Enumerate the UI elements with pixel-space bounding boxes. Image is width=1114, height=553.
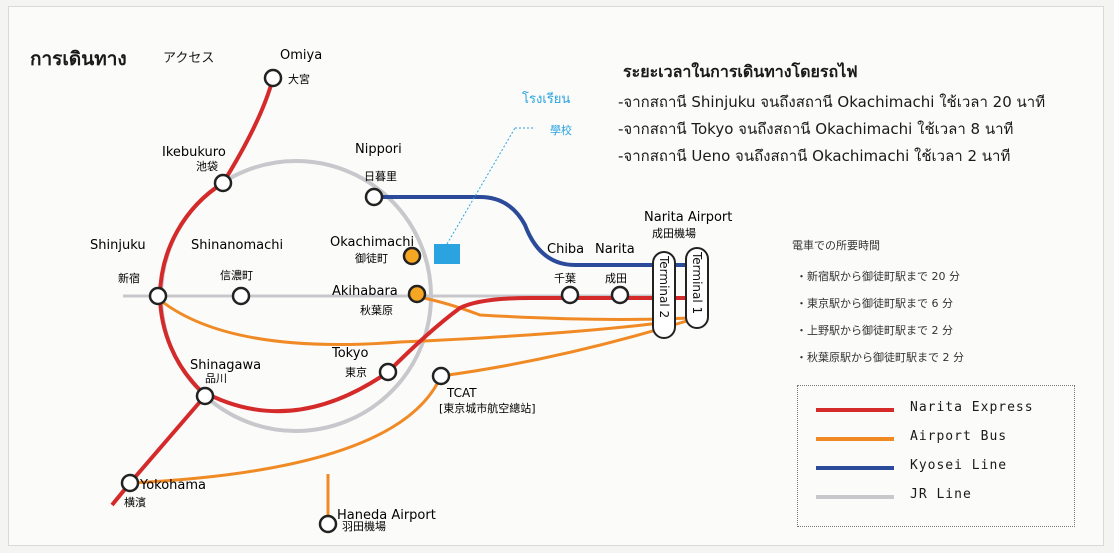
school-label-jp: 學校 <box>550 123 572 137</box>
legend-label: JR Line <box>910 487 972 502</box>
station-tokyo-marker <box>378 362 398 382</box>
bus-shinjuku-narita <box>159 298 661 346</box>
nex-loop-south <box>199 370 390 414</box>
legend-swatch <box>816 408 894 412</box>
nex-to-narita <box>386 296 690 374</box>
station-nippori-en: Nippori <box>355 142 402 157</box>
terminal-2-label: Terminal 2 <box>657 255 671 318</box>
nex-omiya-ikebukuro <box>221 77 275 185</box>
station-tcat-en: TCAT <box>446 386 477 400</box>
legend-label: Kyosei Line <box>910 458 1008 473</box>
page-title: การเดินทาง <box>30 48 127 70</box>
terminal-1-label: Terminal 1 <box>690 251 704 314</box>
station-nippori-jp: 日暮里 <box>364 169 397 183</box>
station-narita-marker <box>610 285 630 305</box>
travel-info-jp-line: ・秋葉原駅から御徒町駅まで 2 分 <box>796 351 964 364</box>
travel-info-jp-line: ・新宿駅から御徒町駅まで 20 分 <box>796 270 960 283</box>
bus-akihabara-narita <box>411 294 691 321</box>
station-nippori-marker <box>364 187 384 207</box>
legend-item-airport-bus: Airport Bus <box>816 429 1066 449</box>
station-akihabara-en: Akihabara <box>332 284 398 299</box>
station-haneda-jp: 羽田機場 <box>342 519 386 533</box>
station-okachimachi-marker <box>402 246 422 266</box>
station-haneda-marker <box>318 514 338 534</box>
legend-label: Airport Bus <box>910 429 1008 444</box>
travel-info-jp-heading: 電車での所要時間 <box>792 239 880 252</box>
legend-swatch <box>816 466 894 470</box>
station-ikebukuro-en: Ikebukuro <box>162 145 226 160</box>
station-yokohama-en: Yokohama <box>139 478 206 493</box>
travel-info-line: -จากสถานี Ueno จนถึงสถานี Okachimachi ใช… <box>618 147 1011 165</box>
travel-info-jp-line: ・上野駅から御徒町駅まで 2 分 <box>796 324 953 337</box>
station-omiya-en: Omiya <box>280 48 322 63</box>
station-shinjuku-en: Shinjuku <box>90 238 146 253</box>
station-narita-airport-en: Narita Airport <box>644 210 732 225</box>
bus-tcat-haneda <box>129 375 443 485</box>
travel-info-jp-line: ・東京駅から御徒町駅まで 6 分 <box>796 297 953 310</box>
station-okachimachi-jp: 御徒町 <box>355 251 388 265</box>
station-okachimachi-en: Okachimachi <box>330 235 414 250</box>
school-label-thai: โรงเรียน <box>522 91 570 107</box>
station-shinjuku-jp: 新宿 <box>118 271 140 285</box>
station-tcat-marker <box>431 366 451 386</box>
kyosei-line <box>374 195 690 267</box>
station-shinagawa-marker <box>195 386 215 406</box>
school-marker <box>434 244 460 264</box>
station-narita-jp: 成田 <box>605 272 627 285</box>
station-tcat-jp: [東京城市航空總站] <box>439 401 536 415</box>
school-pointer <box>446 127 516 245</box>
station-chiba-en: Chiba <box>547 242 584 257</box>
legend-swatch <box>816 495 894 499</box>
station-shinagawa-jp: 品川 <box>205 372 227 385</box>
legend-item-kyosei-line: Kyosei Line <box>816 458 1066 478</box>
station-yokohama-jp: 横濱 <box>124 495 146 509</box>
station-chiba-jp: 千葉 <box>554 271 576 285</box>
terminal-1-box <box>685 247 709 329</box>
station-shinagawa-en: Shinagawa <box>190 358 261 373</box>
station-tokyo-jp: 東京 <box>345 365 367 379</box>
map-frame <box>8 6 1104 546</box>
station-akihabara-jp: 秋葉原 <box>360 303 393 317</box>
station-chiba-marker <box>560 285 580 305</box>
station-shinanomachi-jp: 信濃町 <box>220 268 253 282</box>
page-subtitle: アクセス <box>163 51 215 66</box>
station-shinanomachi-en: Shinanomachi <box>191 238 283 253</box>
station-omiya-jp: 大宮 <box>288 72 310 86</box>
legend-item-narita-express: Narita Express <box>816 400 1066 420</box>
station-ikebukuro-jp: 池袋 <box>196 159 218 173</box>
travel-info-line: -จากสถานี Shinjuku จนถึงสถานี Okachimach… <box>618 93 1046 111</box>
station-haneda-en: Haneda Airport <box>337 508 436 523</box>
station-narita-en: Narita <box>595 242 635 257</box>
terminal-2-box <box>652 251 676 339</box>
station-ikebukuro-marker <box>213 173 233 193</box>
station-omiya-marker <box>263 68 283 88</box>
station-shinanomachi-marker <box>231 286 251 306</box>
legend-swatch <box>816 437 894 441</box>
station-narita-airport-jp: 成田機場 <box>652 226 696 240</box>
station-shinjuku-marker <box>148 286 168 306</box>
station-akihabara-marker <box>407 284 427 304</box>
travel-info-heading: ระยะเวลาในการเดินทางโดยรถไฟ <box>623 62 858 81</box>
travel-info-line: -จากสถานี Tokyo จนถึงสถานี Okachimachi ใ… <box>618 120 1014 138</box>
station-yokohama-marker <box>120 473 140 493</box>
station-tokyo-en: Tokyo <box>331 346 368 361</box>
legend-label: Narita Express <box>910 400 1034 415</box>
legend-item-jr-line: JR Line <box>816 487 1066 507</box>
map-legend: Narita Express Airport Bus Kyosei Line J… <box>797 385 1075 527</box>
